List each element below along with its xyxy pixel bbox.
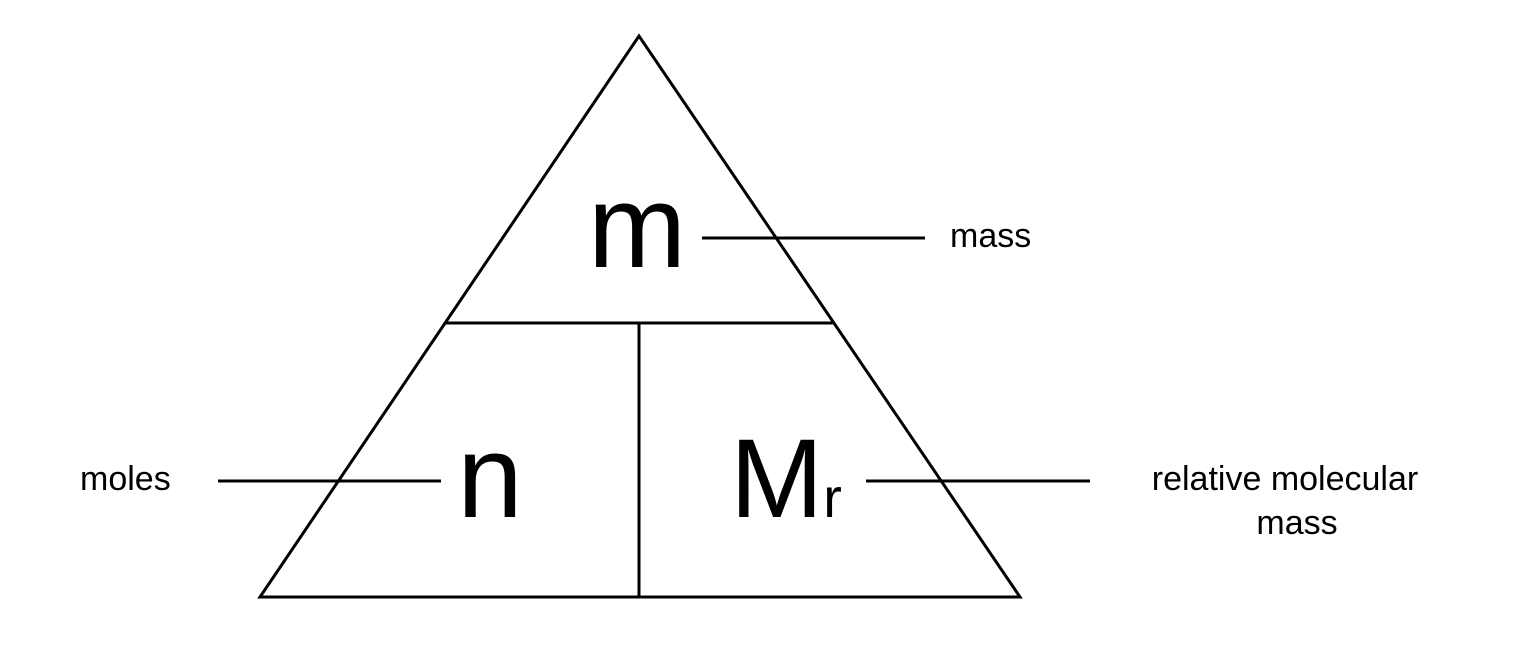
label-mass: mass (950, 217, 1031, 255)
symbol-relative-molecular-mass-main: M (730, 416, 823, 541)
symbol-moles: n (457, 411, 523, 543)
label-relative-molecular-mass-line1: relative molecular (1152, 460, 1418, 498)
label-moles: moles (80, 460, 171, 498)
symbol-relative-molecular-mass: Mr (730, 416, 842, 541)
symbol-relative-molecular-mass-subscript: r (823, 466, 842, 529)
symbol-mass: m (588, 161, 686, 293)
label-relative-molecular-mass-line2: mass (1256, 504, 1337, 542)
